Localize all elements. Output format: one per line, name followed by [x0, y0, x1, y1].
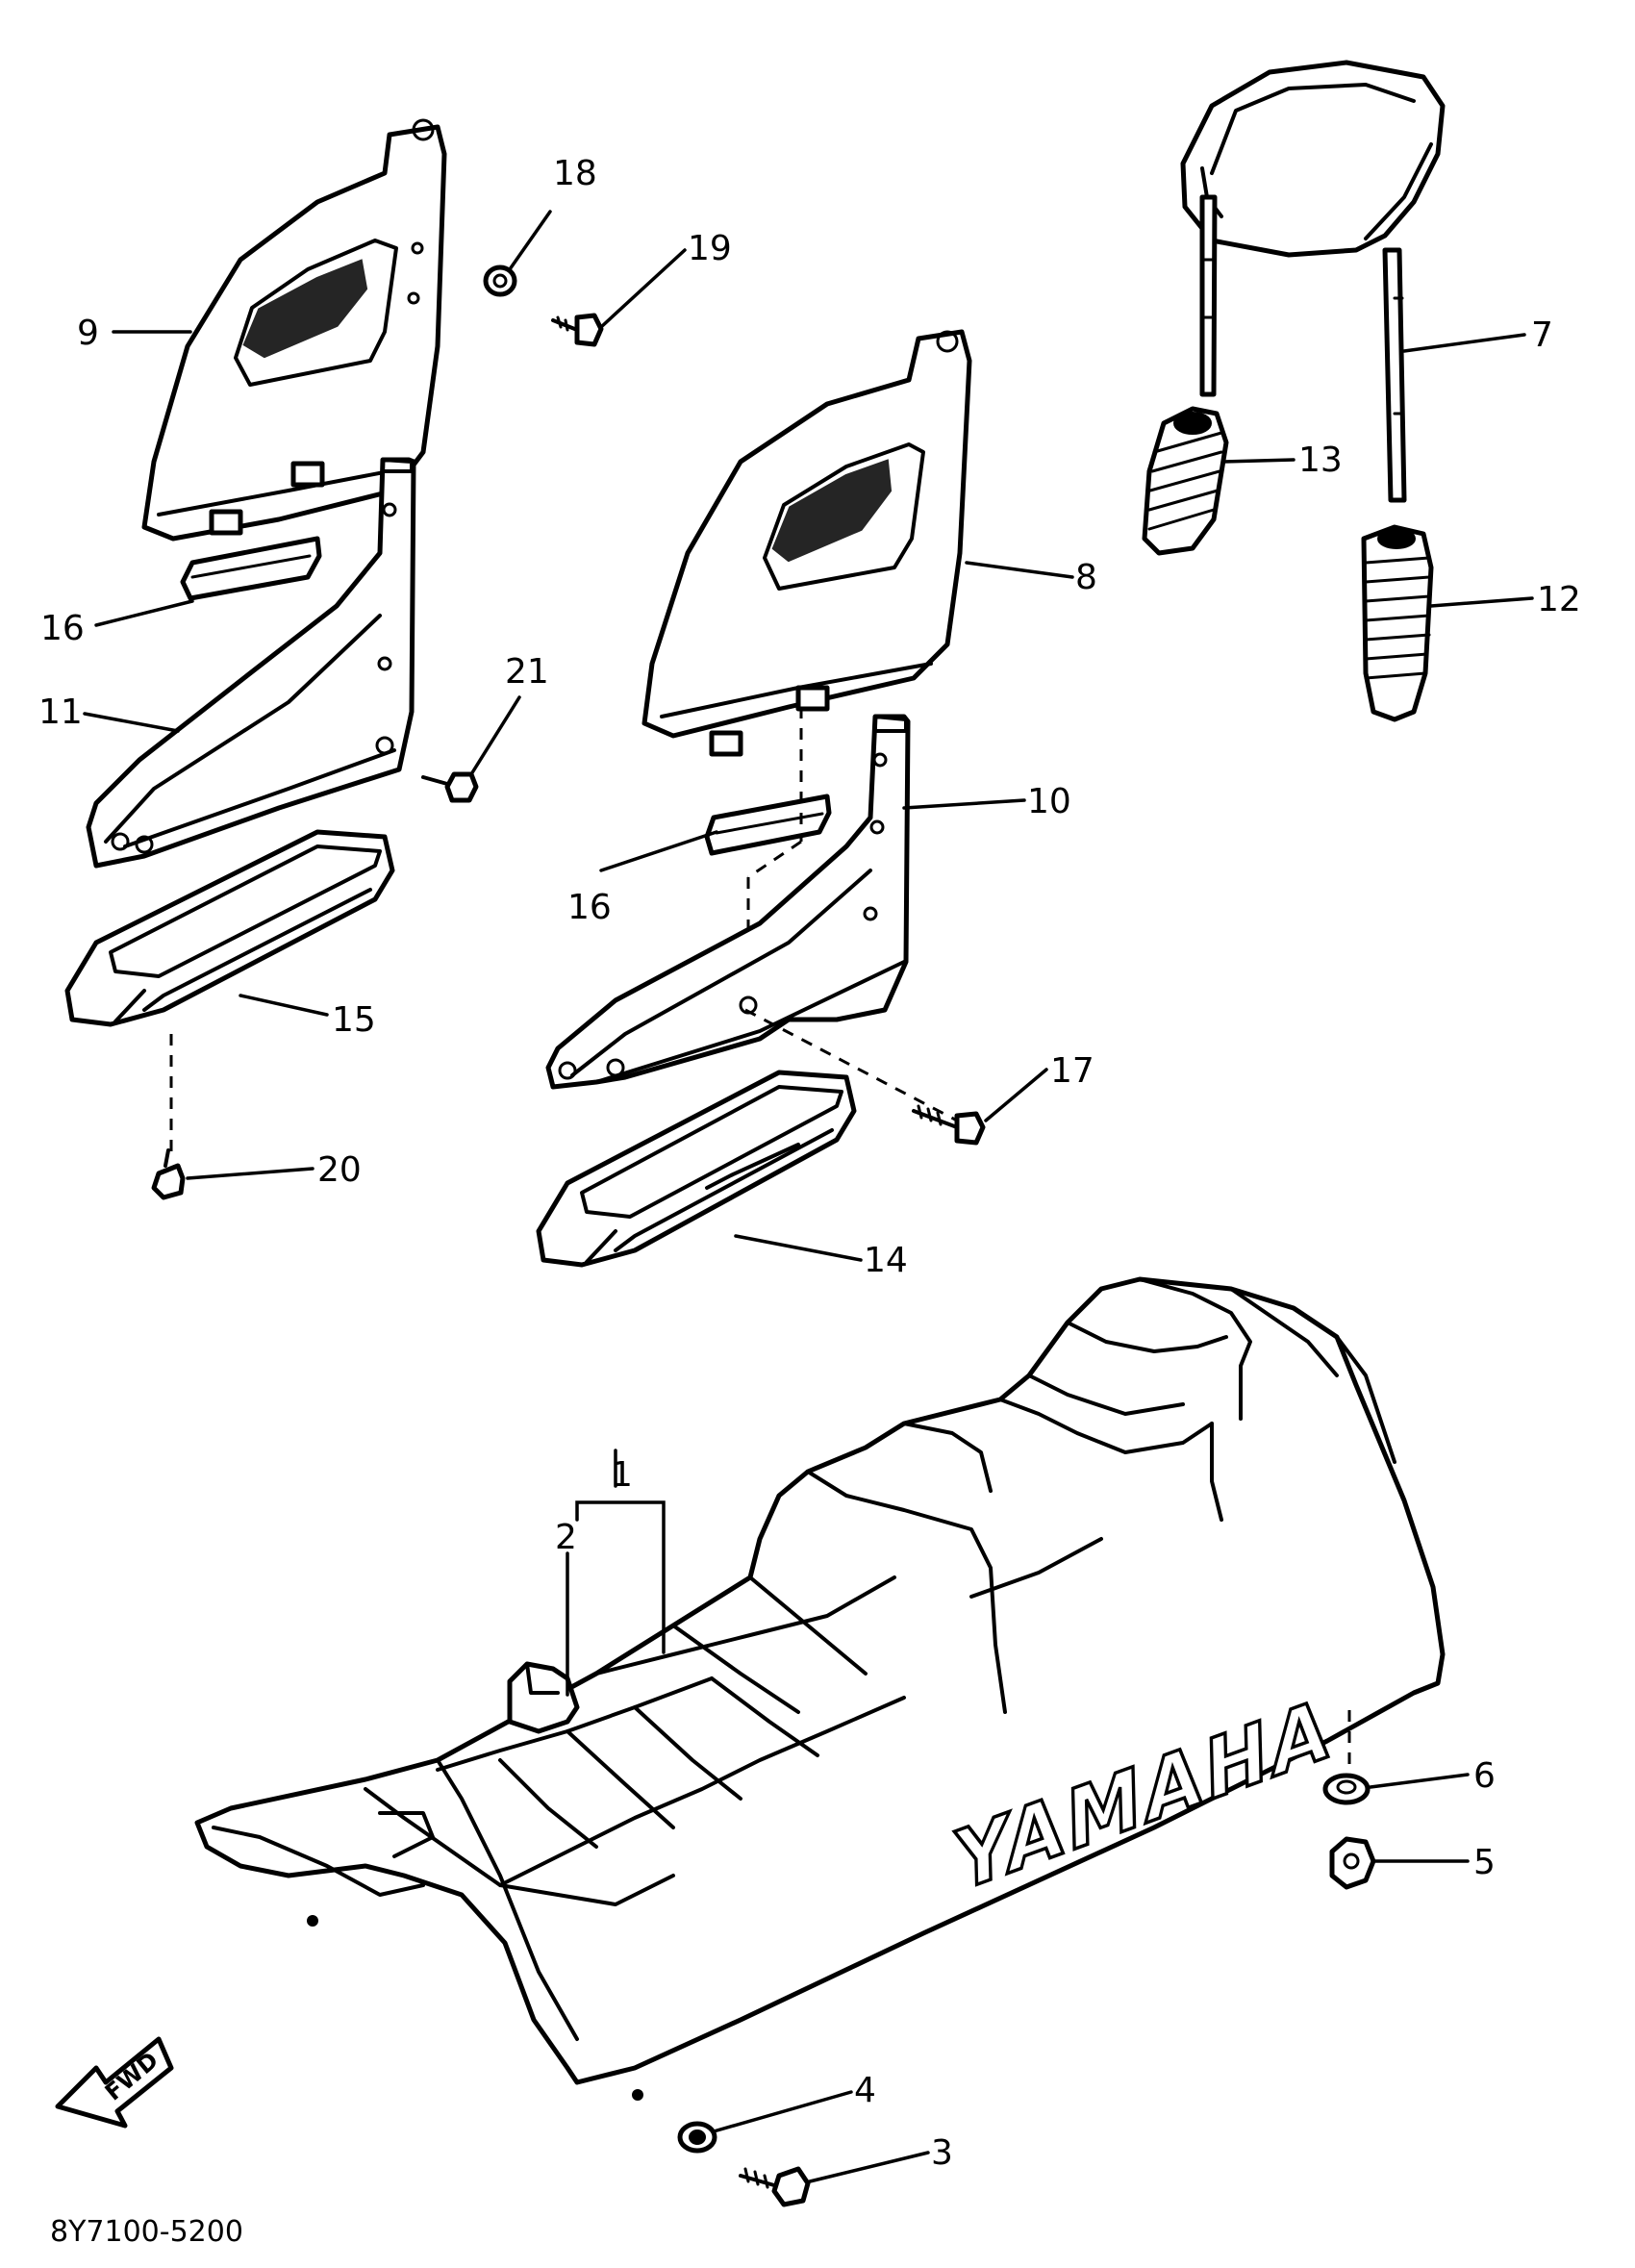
callout-9: 9 [77, 314, 99, 353]
clip-right [704, 794, 832, 856]
callout-12: 12 [1537, 580, 1581, 619]
forward-direction-arrow-icon: FWD [55, 2036, 174, 2129]
callout-15: 15 [332, 1000, 376, 1040]
callout-6: 6 [1473, 1756, 1496, 1796]
bracket-right [545, 714, 911, 1090]
callout-17: 17 [1050, 1051, 1094, 1091]
callout-4: 4 [854, 2071, 876, 2110]
bolt-20 [151, 1148, 186, 1200]
clip-left [180, 536, 322, 601]
bolt-17 [912, 1104, 986, 1146]
callout-13: 13 [1298, 441, 1343, 480]
bolt-21 [421, 771, 479, 803]
side-cover-right [641, 329, 972, 757]
leader-lines [83, 210, 1534, 2183]
callout-2: 2 [555, 1518, 577, 1557]
bracket-left [86, 457, 416, 869]
callout-18: 18 [553, 154, 597, 193]
washer-4 [677, 2121, 717, 2154]
callout-5: 5 [1473, 1843, 1496, 1882]
callout-19: 19 [688, 229, 732, 268]
callout-14: 14 [864, 1241, 908, 1280]
footrest-left [64, 829, 395, 1027]
callout-10: 10 [1027, 782, 1071, 821]
screw-19 [551, 313, 604, 347]
callout-21: 21 [505, 652, 549, 692]
diagram-code: 8Y7100-5200 [50, 2215, 243, 2249]
backrest [1180, 60, 1446, 503]
seat: YAMAHA [194, 1276, 1446, 2101]
callout-20: 20 [317, 1150, 362, 1190]
callout-16-left: 16 [40, 609, 85, 648]
side-cover-left [141, 118, 447, 542]
callout-labels: 9 18 19 16 11 21 15 20 8 16 10 17 14 7 1… [38, 154, 1581, 2173]
bellows-13 [1142, 406, 1229, 556]
callout-16-right: 16 [567, 888, 612, 927]
callout-3: 3 [931, 2133, 953, 2173]
grommet-18 [483, 265, 517, 297]
callout-11: 11 [38, 693, 83, 732]
bellows-12 [1361, 524, 1434, 722]
washer-6 [1322, 1773, 1371, 1805]
callout-8: 8 [1075, 558, 1097, 597]
footrest-right [536, 1070, 857, 1268]
callout-1: 1 [611, 1455, 633, 1495]
bolt-3 [739, 2166, 811, 2207]
nut-5 [1329, 1836, 1376, 1890]
callout-7: 7 [1531, 315, 1553, 355]
